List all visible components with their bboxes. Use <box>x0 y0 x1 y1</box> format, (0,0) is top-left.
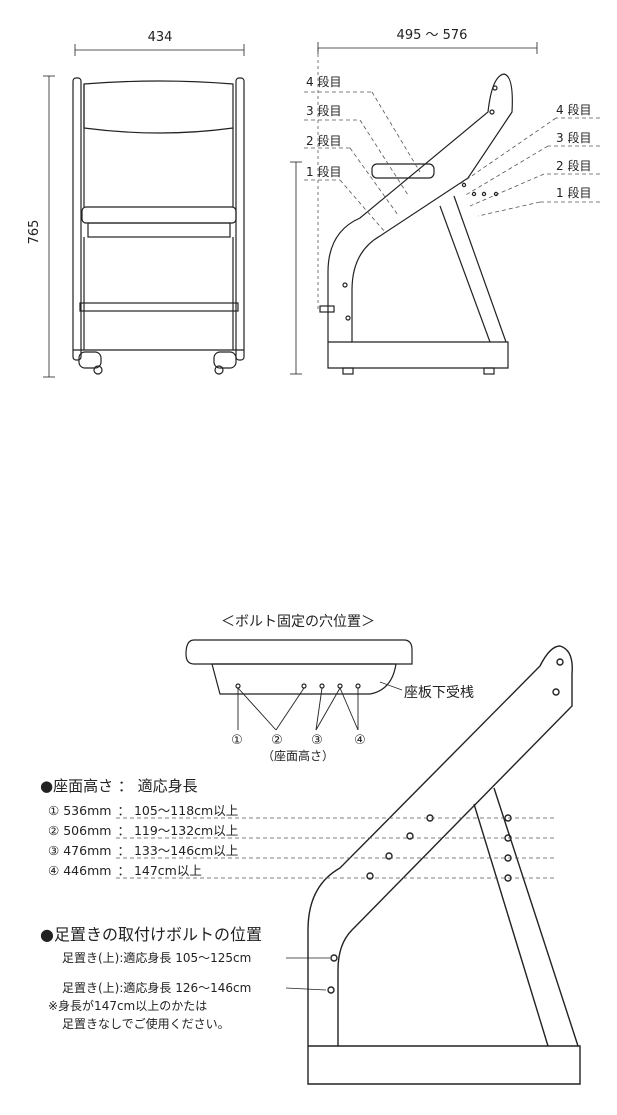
seat-support-label: 座板下受桟 <box>404 685 474 701</box>
bolt-number-3: ③ <box>311 733 323 748</box>
seat-height-caption: （座面高さ） <box>262 748 334 763</box>
level-right-2: 2 段目 <box>556 158 591 173</box>
level-right-4: 4 段目 <box>556 102 591 117</box>
level-left-4: 4 段目 <box>306 74 341 89</box>
side-level-lines-right <box>459 117 600 217</box>
foot-row-2: 足置き(上):適応身長 126～146cm <box>62 980 251 995</box>
side-footrest <box>319 305 335 313</box>
level-right-3: 3 段目 <box>556 130 591 145</box>
front-caster-left <box>78 351 102 369</box>
foot-row-1: 足置き(上):適応身長 105～125cm <box>62 950 251 965</box>
bolt-number-2: ② <box>271 733 283 748</box>
note-line-1: ※身長が147cm以上のかたは <box>48 998 207 1013</box>
side-seat <box>371 163 435 179</box>
bolt-number-1: ① <box>231 733 243 748</box>
level-left-2: 2 段目 <box>306 133 341 148</box>
seat-section-title: ●座面高さ ： 適応身長 <box>40 777 198 795</box>
front-footrest <box>79 302 239 312</box>
side-view <box>290 42 538 375</box>
seat-board <box>185 639 413 731</box>
front-left-post <box>72 77 82 361</box>
foot-section-title: ●足置きの取付けボルトの位置 <box>40 925 262 944</box>
front-width-label: 434 <box>148 30 173 45</box>
front-backrest <box>83 80 234 134</box>
side-frame <box>327 73 513 369</box>
front-caster-right <box>213 351 237 369</box>
large-side-frame <box>307 645 581 1085</box>
side-level-lines-left <box>304 91 421 233</box>
front-view <box>43 44 245 378</box>
front-height-label: 765 <box>27 220 42 245</box>
bolt-title: ＜ボルト固定の穴位置＞ <box>221 614 375 630</box>
note-line-2: 足置きなしでご使用ください。 <box>62 1016 230 1031</box>
seat-height-dashed-lines <box>116 817 556 879</box>
level-right-1: 1 段目 <box>556 185 591 200</box>
level-left-1: 1 段目 <box>306 164 341 179</box>
level-left-3: 3 段目 <box>306 103 341 118</box>
bolt-number-4: ④ <box>354 733 366 748</box>
front-right-post <box>235 77 245 361</box>
side-depth-label: 495 ～ 576 <box>397 28 468 43</box>
front-seat <box>81 206 237 224</box>
